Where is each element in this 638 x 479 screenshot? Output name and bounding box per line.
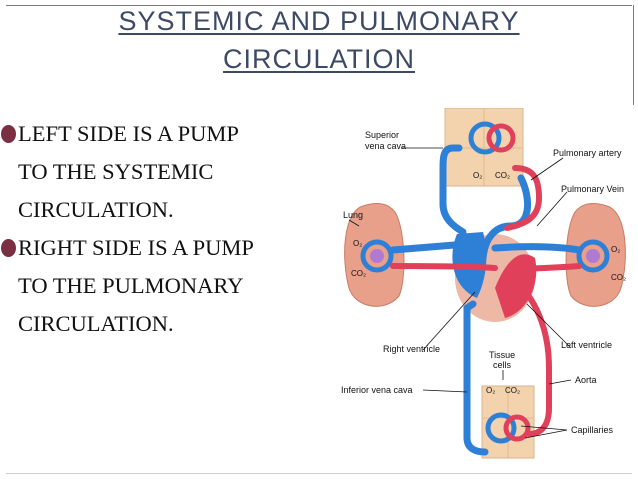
frame-right-border [633, 5, 634, 105]
bullet-line: LEFT SIDE IS A PUMP [0, 115, 340, 153]
label-lung: Lung [343, 210, 363, 220]
label-inferior-vena-cava: Inferior vena cava [341, 385, 413, 395]
right-lung-o2-label: O₂ [611, 245, 620, 254]
bullet-right-side: RIGHT SIDE IS A PUMP TO THE PULMONARY CI… [0, 229, 340, 343]
label-pulmonary-vein: Pulmonary Vein [561, 184, 624, 194]
bullet-line: RIGHT SIDE IS A PUMP [0, 229, 340, 267]
left-lung [344, 203, 405, 307]
upper-o2-label: O₂ [473, 171, 482, 180]
label-aorta: Aorta [575, 375, 597, 385]
right-lung-co2-label: CO₂ [611, 273, 626, 282]
leader-lines [348, 147, 572, 439]
lower-tissue-block [481, 385, 535, 459]
right-lung [565, 203, 626, 307]
left-lung-co2-label: CO₂ [351, 269, 366, 278]
frame-top-border [6, 5, 632, 6]
label-tissue-cells: Tissue [489, 350, 515, 360]
upper-co2-label: CO₂ [495, 171, 510, 180]
label-pulmonary-artery: Pulmonary artery [553, 148, 622, 158]
label-right-ventricle: Right ventricle [383, 344, 440, 354]
bullet-line: CIRCULATION. [18, 311, 174, 336]
label-tissue-cells-2: cells [493, 360, 512, 370]
heart [452, 232, 537, 322]
bullet-left-side: LEFT SIDE IS A PUMP TO THE SYSTEMIC CIRC… [0, 115, 340, 229]
oxygenated-vessels [390, 165, 582, 437]
label-left-ventricle: Left ventricle [561, 340, 612, 350]
lower-o2-label: O₂ [486, 386, 495, 395]
bullet-marker [1, 239, 16, 257]
circulation-diagram: O₂ CO₂ O₂ CO₂ [341, 108, 626, 459]
left-lung-o2-label: O₂ [353, 239, 362, 248]
frame-bottom-border [6, 473, 632, 474]
upper-tissue-block [444, 108, 524, 187]
title-line-1: SYSTEMIC AND PULMONARY [118, 6, 520, 36]
label-superior-vena-cava: Superior [365, 130, 399, 140]
lower-co2-label: CO₂ [505, 386, 520, 395]
bullet-list: LEFT SIDE IS A PUMP TO THE SYSTEMIC CIRC… [0, 115, 340, 343]
label-superior-vena-cava-2: vena cava [365, 141, 406, 151]
bullet-line: TO THE SYSTEMIC [18, 159, 214, 184]
slide-title: SYSTEMIC AND PULMONARY CIRCULATION [0, 2, 638, 78]
title-line-2: CIRCULATION [222, 44, 415, 74]
bullet-marker [1, 125, 16, 143]
bullet-line: TO THE PULMONARY [18, 273, 244, 298]
label-capillaries: Capillaries [571, 425, 614, 435]
bullet-line: CIRCULATION. [18, 197, 174, 222]
